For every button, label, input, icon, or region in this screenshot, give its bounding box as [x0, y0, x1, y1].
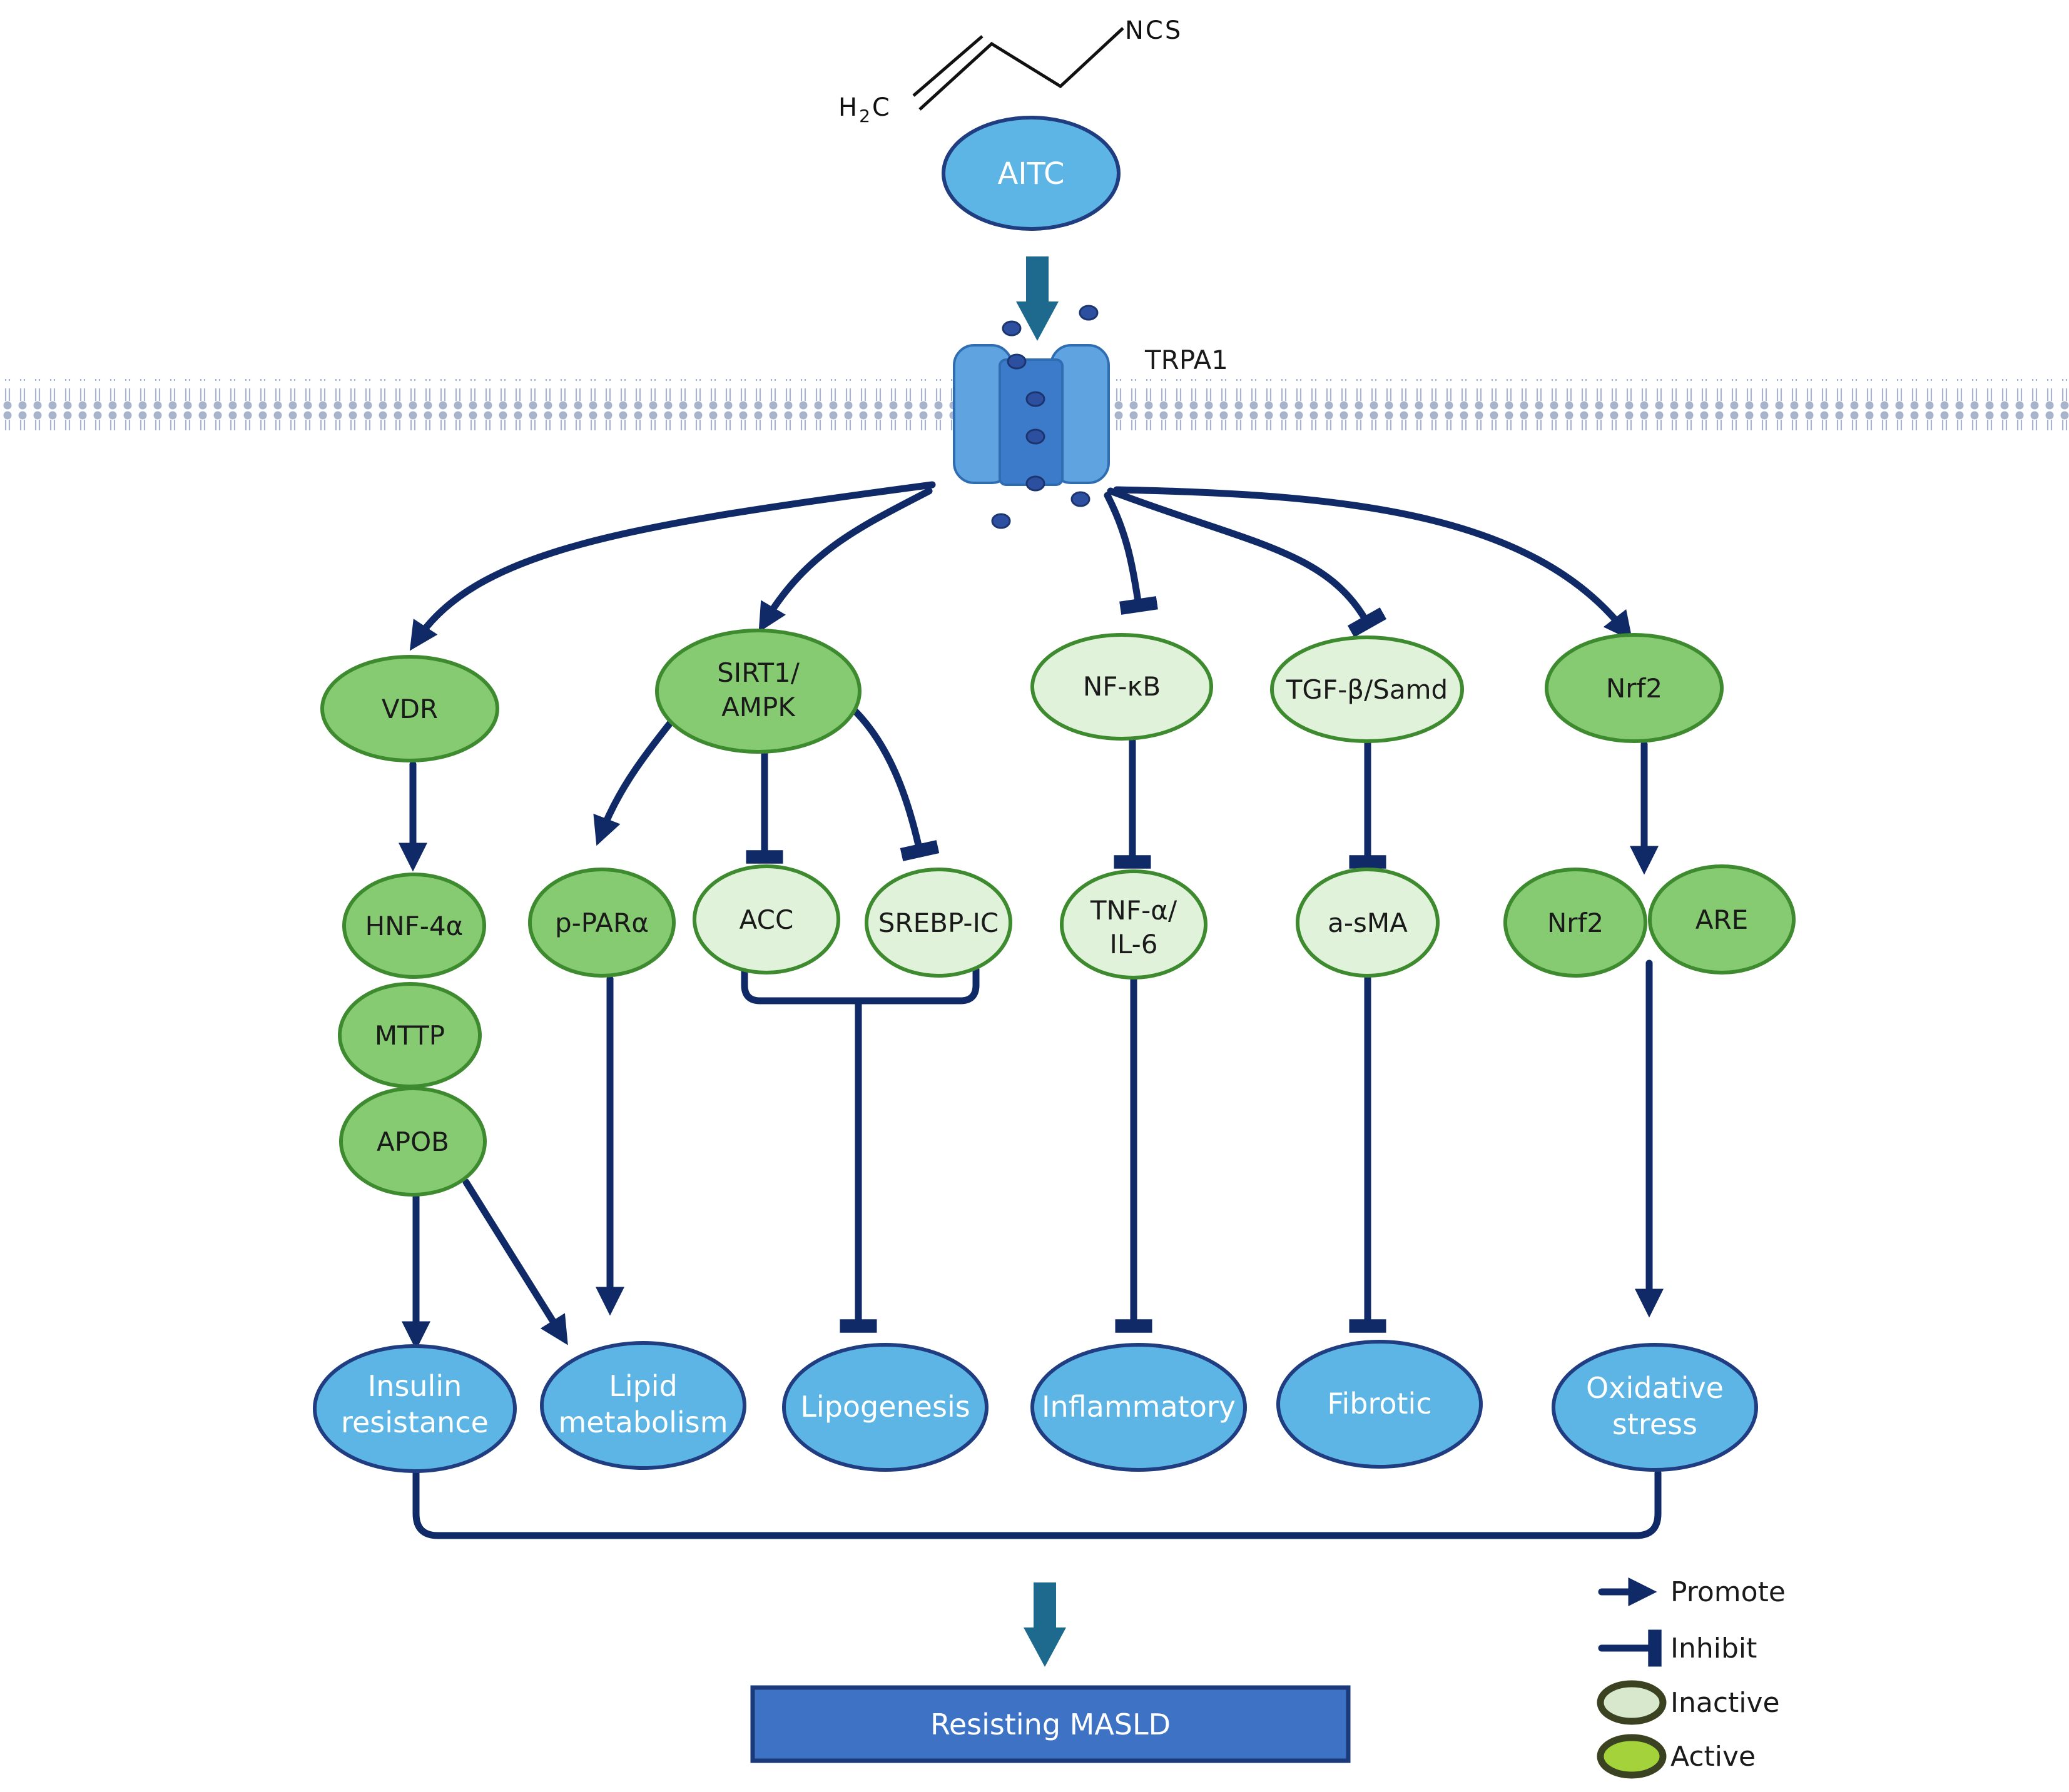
node-sirt1-label-2: AMPK: [721, 692, 796, 722]
node-are: [1648, 864, 1796, 974]
result-label: Resisting MASLD: [930, 1708, 1171, 1741]
node-tnfa-label-2: IL-6: [1110, 929, 1158, 959]
outcome-oxidative-label-1: Oxidative: [1586, 1371, 1724, 1405]
node-sirt1-label-1: SIRT1/: [717, 657, 800, 688]
bracket-outcomes: [412, 1469, 1662, 1539]
node-acc-label: ACC: [740, 904, 794, 935]
aitc-structure: H2C NCS: [838, 16, 1182, 126]
node-vdr-label: VDR: [382, 694, 438, 724]
outcome-lipid-label-1: Lipid: [609, 1369, 678, 1403]
node-vdr: [320, 655, 499, 762]
edge-trpa1-vdr: [409, 481, 936, 651]
outcome-fibrotic: [1276, 1340, 1483, 1469]
trpa1-channel: [953, 344, 1110, 486]
legend-promote-label: Promote: [1670, 1576, 1786, 1608]
edge-sirt1-srebp: [850, 706, 940, 861]
node-tnfa-label-1: TNF-α/: [1090, 895, 1177, 926]
node-tgfb-samd: [1270, 635, 1464, 743]
node-hnf4a: [342, 873, 486, 979]
outcome-lipid-label-2: metabolism: [558, 1405, 728, 1439]
trpa1-label: TRPA1: [1144, 345, 1228, 375]
teal-arrow-top: [1016, 256, 1059, 341]
outcome-inflammatory-label: Inflammatory: [1042, 1390, 1236, 1424]
node-nrf2-bottom-label: Nrf2: [1547, 908, 1604, 938]
legend: Promote Inhibit Inactive Active: [1597, 1576, 1786, 1779]
legend-inactive-icon: [1597, 1680, 1667, 1725]
node-apob: [339, 1086, 487, 1197]
formula-ncs: NCS: [1125, 16, 1182, 45]
node-apob-label: APOB: [377, 1126, 449, 1157]
aitc-label: AITC: [997, 156, 1064, 191]
edge-trpa1-nrf2: [1113, 486, 1633, 641]
node-nrf2-top-label: Nrf2: [1606, 673, 1662, 704]
node-acc: [693, 864, 840, 974]
node-ppara: [528, 868, 676, 978]
outcome-lipid-metabolism: [540, 1341, 746, 1470]
legend-inactive-label: Inactive: [1670, 1687, 1780, 1719]
edge-trpa1-tgfb: [1107, 487, 1387, 637]
aitc-node: [942, 116, 1121, 231]
result-box: [750, 1685, 1351, 1763]
node-nfkb: [1030, 633, 1213, 741]
node-hnf4a-label: HNF-4α: [365, 911, 464, 941]
node-ppara-label: p-PARα: [555, 908, 649, 938]
node-mttp-label: MTTP: [375, 1020, 445, 1051]
edge-trpa1-nfkb: [1104, 492, 1158, 615]
node-mttp: [338, 982, 482, 1088]
legend-active-label: Active: [1670, 1741, 1756, 1773]
node-nrf2-bottom: [1503, 868, 1647, 978]
outcome-insulin-resistance: [313, 1344, 517, 1473]
node-sirt1-ampk: [655, 629, 862, 754]
outcome-inflammatory: [1030, 1343, 1247, 1472]
node-asma-label: a-sMA: [1328, 908, 1408, 938]
edge-trpa1-sirt1: [758, 487, 933, 632]
teal-arrow-bottom: [1024, 1582, 1066, 1667]
node-srebp: [865, 868, 1012, 978]
legend-active-icon: [1597, 1734, 1667, 1779]
outcome-lipogenesis: [782, 1343, 989, 1472]
outcome-fibrotic-label: Fibrotic: [1327, 1387, 1431, 1420]
legend-inhibit-label: Inhibit: [1670, 1633, 1757, 1664]
edge-sirt1-ppara: [593, 719, 674, 846]
node-srebp-label: SREBP-IC: [878, 908, 999, 938]
node-are-label: ARE: [1695, 904, 1748, 935]
node-nrf2-top: [1545, 633, 1724, 743]
outcome-insulin-label-2: resistance: [341, 1405, 489, 1439]
outcome-oxidative-label-2: stress: [1612, 1407, 1697, 1441]
outcome-oxidative-stress: [1552, 1343, 1758, 1472]
edge-apob-lipid: [462, 1178, 568, 1345]
node-tgfb-label: TGF-β/Samd: [1286, 674, 1448, 705]
node-tnfa-il6: [1060, 869, 1207, 980]
formula-h2c: H2C: [838, 93, 892, 126]
node-nfkb-label: NF-κB: [1083, 671, 1161, 702]
outcome-lipogenesis-label: Lipogenesis: [800, 1390, 970, 1424]
ion-particles: [991, 305, 1099, 529]
outcome-insulin-label-1: Insulin: [368, 1369, 462, 1403]
node-asma: [1296, 868, 1440, 978]
